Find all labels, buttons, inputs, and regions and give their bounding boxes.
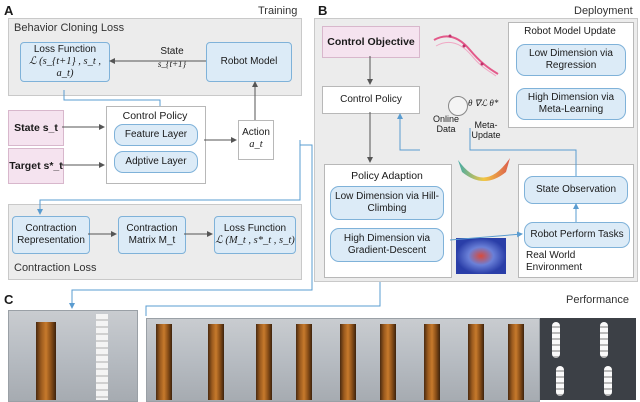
robot-tube-2 (208, 324, 224, 400)
trajectory-dot (448, 34, 452, 38)
spine-photo-1 (552, 322, 560, 358)
connector-b-to-c (145, 282, 381, 316)
robot-tube-7 (424, 324, 440, 400)
robot-tube-9 (508, 324, 524, 400)
state-st-box: State s_t (8, 110, 64, 146)
contraction-representation-box: Contraction Representation (12, 216, 90, 254)
panel-c-letter: C (4, 292, 14, 307)
contraction-loss-function-box: Loss Function ℒ (M_t , s*_t , s_t) (214, 216, 296, 254)
control-policy-title: Control Policy (122, 110, 188, 122)
feature-layer-pill: Feature Layer (114, 124, 198, 146)
bc-state-label: State (160, 46, 184, 57)
action-label: Action (242, 127, 270, 138)
contraction-loss-formula: ℒ (M_t , s*_t , s_t) (215, 235, 295, 246)
control-policy-deploy-box: Control Policy (322, 86, 420, 114)
robot-model-box: Robot Model (206, 42, 292, 82)
panel-b-title: Deployment (574, 5, 633, 17)
robot-model-label: Robot Model (220, 56, 278, 67)
behavior-cloning-title: Behavior Cloning Loss (14, 22, 125, 34)
robot-tube-8 (468, 324, 484, 400)
target-st-box: Target s*_t (8, 148, 64, 184)
bc-loss-function-box: Loss Function ℒ (s_{t+1} , s_t , a_t) (20, 42, 110, 82)
panel-a-title: Training (258, 5, 298, 17)
policy-adaption-title: Policy Adaption (351, 170, 423, 182)
panel-c-title: Performance (566, 294, 629, 306)
contraction-loss-title: Contraction Loss (14, 262, 97, 274)
online-data-icon (448, 96, 468, 116)
control-objective-box: Control Objective (322, 26, 420, 58)
online-data-label: Online Data (432, 114, 459, 134)
robot-photo-left (8, 310, 138, 402)
spine-photo-4 (604, 366, 612, 396)
trajectory-dot (480, 62, 484, 66)
action-symbol: a_t (249, 139, 263, 150)
robot-perform-tasks-pill: Robot Perform Tasks (524, 222, 630, 248)
hill-climbing-surface (458, 158, 510, 181)
robot-tube-4 (296, 324, 312, 400)
robot-tube-5 (340, 324, 356, 400)
trajectory-dot (462, 44, 466, 48)
heatmap-rect (456, 238, 506, 274)
bc-loss-function-label: Loss Function (33, 44, 97, 55)
bc-loss-formula: ℒ (s_{t+1} , s_t , a_t) (28, 56, 102, 79)
panel-b-letter: B (318, 3, 328, 18)
state-observation-pill: State Observation (524, 176, 628, 204)
trajectory-curve (433, 35, 499, 75)
panel-a-letter: A (4, 3, 14, 18)
robot-tube-left (36, 322, 56, 400)
surface-shape (458, 158, 510, 181)
bc-state-symbol: s_{t+1} (157, 59, 187, 69)
real-world-label: Real World Environment (526, 250, 583, 273)
meta-symbols: θ ∇ℒ θ* (468, 98, 499, 108)
low-dim-hill-climbing-pill: Low Dimension via Hill-Climbing (330, 186, 444, 220)
robot-tube-1 (156, 324, 172, 400)
contraction-loss-function-label: Loss Function (223, 223, 287, 234)
trajectory-thumbnail (433, 34, 499, 77)
action-box: Action a_t (238, 120, 274, 160)
high-dim-gradient-descent-pill: High Dimension via Gradient-Descent (330, 228, 444, 262)
gradient-descent-heatmap (456, 238, 506, 274)
robot-tube-6 (380, 324, 396, 400)
trajectory-curve-faint (435, 41, 497, 77)
adaptive-layer-pill: Adptive Layer (114, 151, 198, 173)
robot-spine-left (96, 314, 108, 400)
spine-photo-3 (556, 366, 564, 396)
meta-update-label: Meta-Update (471, 120, 501, 140)
robot-tube-3 (256, 324, 272, 400)
spine-photo-2 (600, 322, 608, 358)
contraction-matrix-box: Contraction Matrix M_t (118, 216, 186, 254)
robot-model-update-title: Robot Model Update (524, 26, 616, 37)
low-dim-regression-pill: Low Dimension via Regression (516, 44, 626, 76)
high-dim-meta-learning-pill: High Dimension via Meta-Learning (516, 88, 626, 120)
